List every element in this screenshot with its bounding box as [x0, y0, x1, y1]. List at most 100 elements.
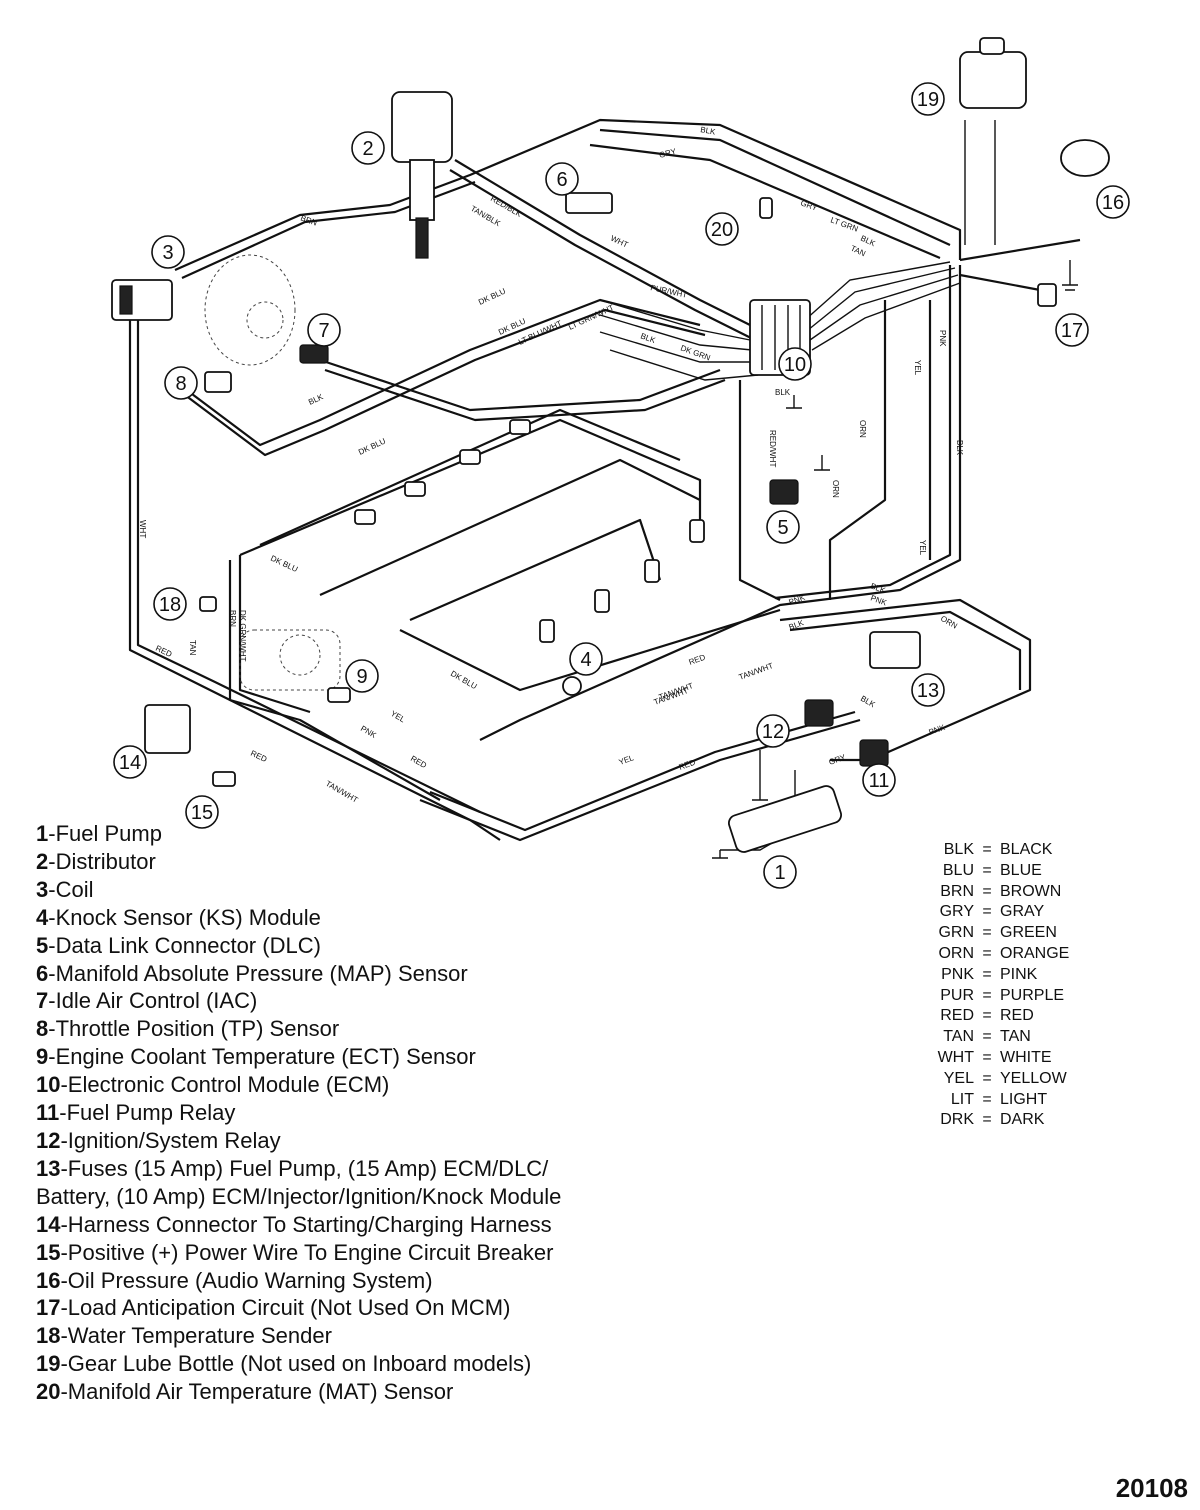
fuse-block-part	[869, 631, 921, 669]
legend-item: 5-Data Link Connector (DLC)	[36, 932, 736, 960]
color-key-row: GRN=GREEN	[928, 923, 1108, 944]
callout-circle	[307, 313, 341, 347]
equals-sign: =	[982, 882, 992, 900]
color-abbreviation: TAN	[943, 1028, 974, 1046]
power-wire-part	[212, 771, 236, 787]
legend-text: -Data Link Connector (DLC)	[48, 932, 321, 958]
color-key-row: ORN=ORANGE	[928, 944, 1108, 965]
legend-item: 13-Fuses (15 Amp) Fuel Pump, (15 Amp) EC…	[36, 1155, 736, 1183]
legend-text: -Gear Lube Bottle (Not used on Inboard m…	[60, 1351, 532, 1377]
wire-color-tag: RED	[249, 749, 268, 764]
callout-circle	[151, 235, 185, 269]
callout-number: 20	[711, 219, 733, 241]
color-name: BROWN	[1000, 882, 1062, 900]
equals-sign: =	[982, 944, 992, 962]
wire-color-tag: BRN	[228, 610, 237, 627]
wire-color-tag: TAN/WHT	[738, 661, 775, 682]
wire-color-tag: RED/WHT	[768, 430, 777, 467]
callout-number: 8	[175, 373, 186, 395]
knock-sensor-part	[562, 676, 582, 696]
legend-text: -Manifold Absolute Pressure (MAP) Sensor	[48, 960, 468, 986]
wire-color-tag: PUR/WHT	[650, 283, 688, 300]
callout-14: 14	[113, 745, 147, 779]
callout-circle	[569, 642, 603, 676]
callout-6: 6	[545, 162, 579, 196]
color-name: GREEN	[1000, 924, 1057, 942]
callout-11: 11	[862, 763, 896, 797]
legend-number: 10	[36, 1072, 61, 1098]
equals-sign: =	[982, 986, 992, 1004]
color-abbreviation: BLK	[943, 841, 974, 858]
load-anticipation-part	[1037, 283, 1057, 307]
ect-sensor-part	[327, 687, 351, 703]
fuel-pump-part	[728, 785, 842, 853]
callout-number: 3	[162, 242, 173, 264]
color-name: DARK	[1000, 1111, 1045, 1129]
color-abbreviation: GRN	[938, 924, 974, 942]
color-key-row: RED=RED	[928, 1006, 1108, 1027]
starter-ghost	[239, 629, 341, 691]
color-abbreviation: WHT	[937, 1048, 974, 1066]
callout-20: 20	[705, 212, 739, 246]
wiring-harness	[128, 118, 1081, 851]
callout-8: 8	[164, 366, 198, 400]
wire-color-tag: ORN	[831, 480, 840, 498]
legend-text: -Idle Air Control (IAC)	[48, 988, 258, 1014]
callout-circle	[862, 763, 896, 797]
legend-item: 14-Harness Connector To Starting/Chargin…	[36, 1211, 736, 1239]
color-name: PURPLE	[1000, 986, 1065, 1004]
legend-number: 5	[36, 932, 49, 958]
callout-number: 2	[362, 138, 373, 160]
legend-number: 11	[36, 1100, 60, 1126]
callout-number: 9	[356, 666, 367, 688]
coil-part	[111, 279, 173, 321]
legend-number: 20	[36, 1379, 61, 1405]
iac-part	[299, 344, 329, 364]
wire-color-tag: TAN	[849, 244, 867, 259]
equals-sign: =	[982, 1069, 992, 1087]
legend-item: 8-Throttle Position (TP) Sensor	[36, 1015, 736, 1043]
wire-color-tag: BRN	[299, 213, 318, 227]
wire-color-tag: YEL	[913, 360, 922, 376]
legend-item: 2-Distributor	[36, 848, 736, 876]
figure-number: 20108	[1115, 1473, 1188, 1503]
wire-color-tag: WHT	[138, 520, 147, 538]
callout-1: 1	[763, 855, 797, 889]
callout-13: 13	[911, 673, 945, 707]
color-abbreviation: PUR	[940, 986, 974, 1004]
legend-number: 7	[36, 988, 49, 1014]
callout-number: 12	[762, 721, 784, 743]
legend-number: 12	[36, 1127, 61, 1153]
color-abbreviation: BLU	[942, 861, 974, 879]
legend-number: 18	[36, 1323, 61, 1349]
color-abbreviation: YEL	[943, 1069, 974, 1087]
callout-circle	[545, 162, 579, 196]
callout-12: 12	[756, 714, 790, 748]
color-key-row: LIT=LIGHT	[928, 1090, 1108, 1111]
callout-number: 17	[1061, 320, 1083, 342]
legend-text: -Fuel Pump	[48, 821, 162, 846]
equals-sign: =	[982, 965, 992, 983]
legend-item: 12-Ignition/System Relay	[36, 1127, 736, 1155]
legend-item: 19-Gear Lube Bottle (Not used on Inboard…	[36, 1350, 736, 1378]
color-name: LIGHT	[1000, 1090, 1048, 1108]
wire-color-tag: PNK	[869, 593, 888, 607]
ignition-relay-part	[804, 699, 834, 727]
callout-15: 15	[185, 795, 219, 829]
legend-number: 16	[36, 1267, 61, 1293]
callout-circle	[766, 510, 800, 544]
wire-color-tag: BLK	[775, 388, 791, 397]
tp-sensor-part	[204, 371, 232, 393]
legend-number: 9	[36, 1044, 49, 1070]
callout-3: 3	[151, 235, 185, 269]
callout-17: 17	[1055, 313, 1089, 347]
callout-number: 13	[917, 680, 939, 702]
callout-number: 11	[869, 770, 890, 792]
distributor-part	[391, 91, 453, 259]
legend-number: 19	[36, 1351, 61, 1377]
legend-number: 13	[36, 1155, 61, 1181]
equals-sign: =	[982, 1007, 992, 1025]
